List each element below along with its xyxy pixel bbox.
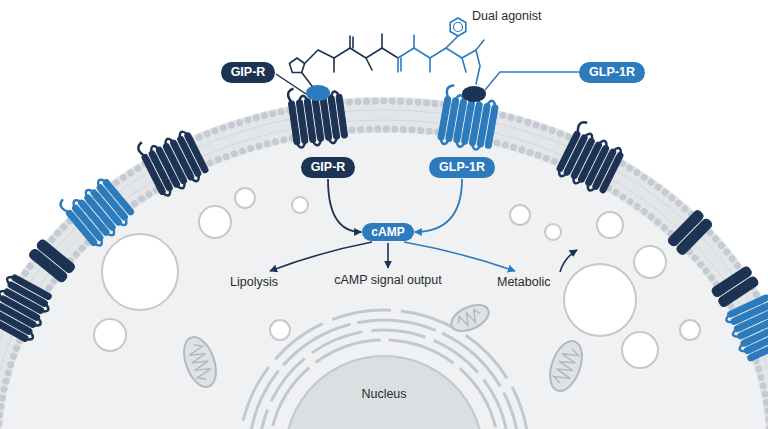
leader-line — [485, 72, 579, 90]
binding-site — [462, 86, 486, 102]
receptor-name: GIP-R — [311, 160, 346, 175]
output-arrow — [404, 242, 515, 271]
pathway-label: Metabolic — [497, 275, 551, 290]
pathway-label: Lipolysis — [230, 275, 278, 290]
binding-site — [306, 85, 330, 101]
lipid-heads — [0, 129, 768, 429]
receptor-tag: GIP-R — [221, 62, 276, 83]
membrane-protein — [667, 209, 714, 256]
membrane-protein — [136, 121, 211, 198]
membrane-protein — [287, 82, 349, 148]
membrane — [0, 115, 768, 429]
membrane-protein — [554, 120, 629, 197]
output-arrow — [560, 250, 577, 272]
leader-line — [276, 74, 306, 94]
membrane-protein — [0, 268, 55, 344]
messenger-tag: cAMP — [362, 223, 413, 241]
receptor-tag: GLP-1R — [579, 62, 645, 83]
receptor-name: GLP-1R — [589, 65, 635, 80]
receptor-name: GIP-R — [231, 65, 266, 80]
membrane-protein — [28, 238, 76, 283]
nucleus: Nucleus — [284, 355, 484, 429]
pathway-label: cAMP signal output — [334, 273, 441, 288]
vesicles — [94, 188, 700, 368]
messenger-name: cAMP — [371, 225, 404, 239]
er-membranes — [239, 310, 529, 429]
receptor-tag: GLP-1R — [429, 157, 495, 178]
membrane-proteins — [0, 82, 768, 363]
receptor-name: GLP-1R — [439, 160, 485, 175]
membrane-protein — [724, 289, 768, 363]
organelle-name: Nucleus — [286, 387, 482, 401]
output-arrow — [387, 243, 389, 268]
lipid-heads — [0, 101, 768, 429]
receptor-tag: GIP-R — [301, 157, 356, 178]
membrane-protein — [57, 169, 137, 249]
signal-arrow — [328, 179, 361, 232]
membrane-protein — [437, 84, 501, 152]
signal-arrow — [415, 179, 462, 232]
output-arrow — [270, 242, 372, 271]
agonist-molecule — [289, 18, 484, 86]
drug-label: Dual agonist — [472, 9, 542, 24]
